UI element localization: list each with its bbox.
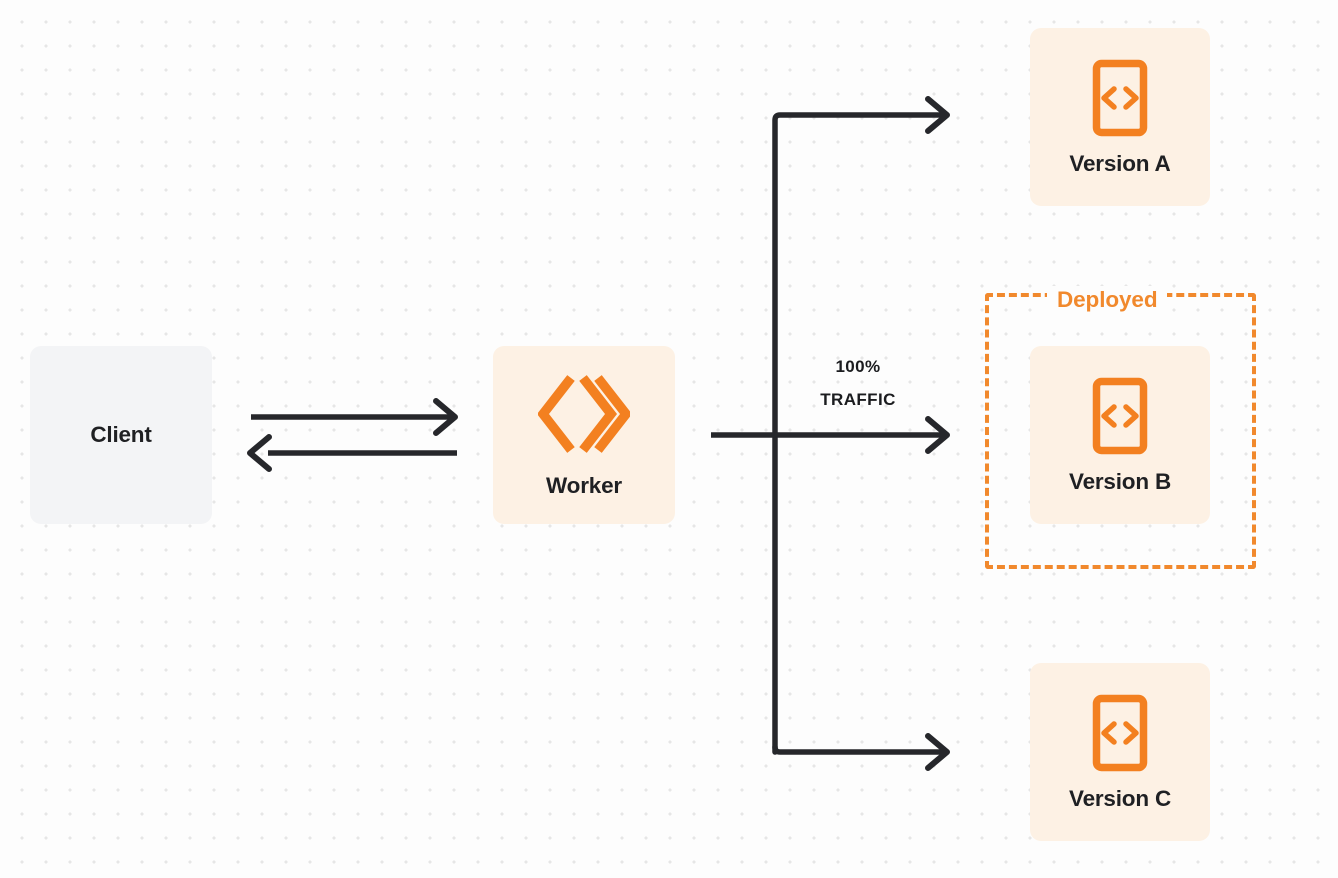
code-file-icon (1092, 59, 1148, 137)
node-version-b[interactable]: Version B (1030, 346, 1210, 524)
node-version-a-label: Version A (1069, 150, 1171, 176)
node-version-c[interactable]: Version C (1030, 663, 1210, 841)
edge-worker-to-version-c (772, 733, 950, 771)
traffic-label: 100% TRAFFIC (783, 350, 933, 416)
traffic-percent: 100% (835, 357, 881, 376)
code-file-icon (1092, 694, 1148, 772)
node-worker-label: Worker (546, 472, 622, 498)
node-version-a[interactable]: Version A (1030, 28, 1210, 206)
deployed-group-label: Deployed (1047, 286, 1168, 313)
node-client-label: Client (90, 421, 152, 447)
cloudflare-workers-logo-icon (536, 373, 633, 455)
edge-worker-to-client (247, 434, 457, 472)
node-version-b-label: Version B (1069, 468, 1171, 494)
edge-worker-to-version-a (772, 96, 950, 755)
node-version-c-label: Version C (1069, 785, 1171, 811)
node-client[interactable]: Client (30, 346, 212, 524)
traffic-unit: TRAFFIC (820, 390, 896, 410)
edge-client-to-worker (251, 398, 458, 436)
node-worker[interactable]: Worker (493, 346, 675, 524)
code-file-icon (1092, 377, 1148, 455)
edge-worker-to-version-b (711, 416, 950, 454)
